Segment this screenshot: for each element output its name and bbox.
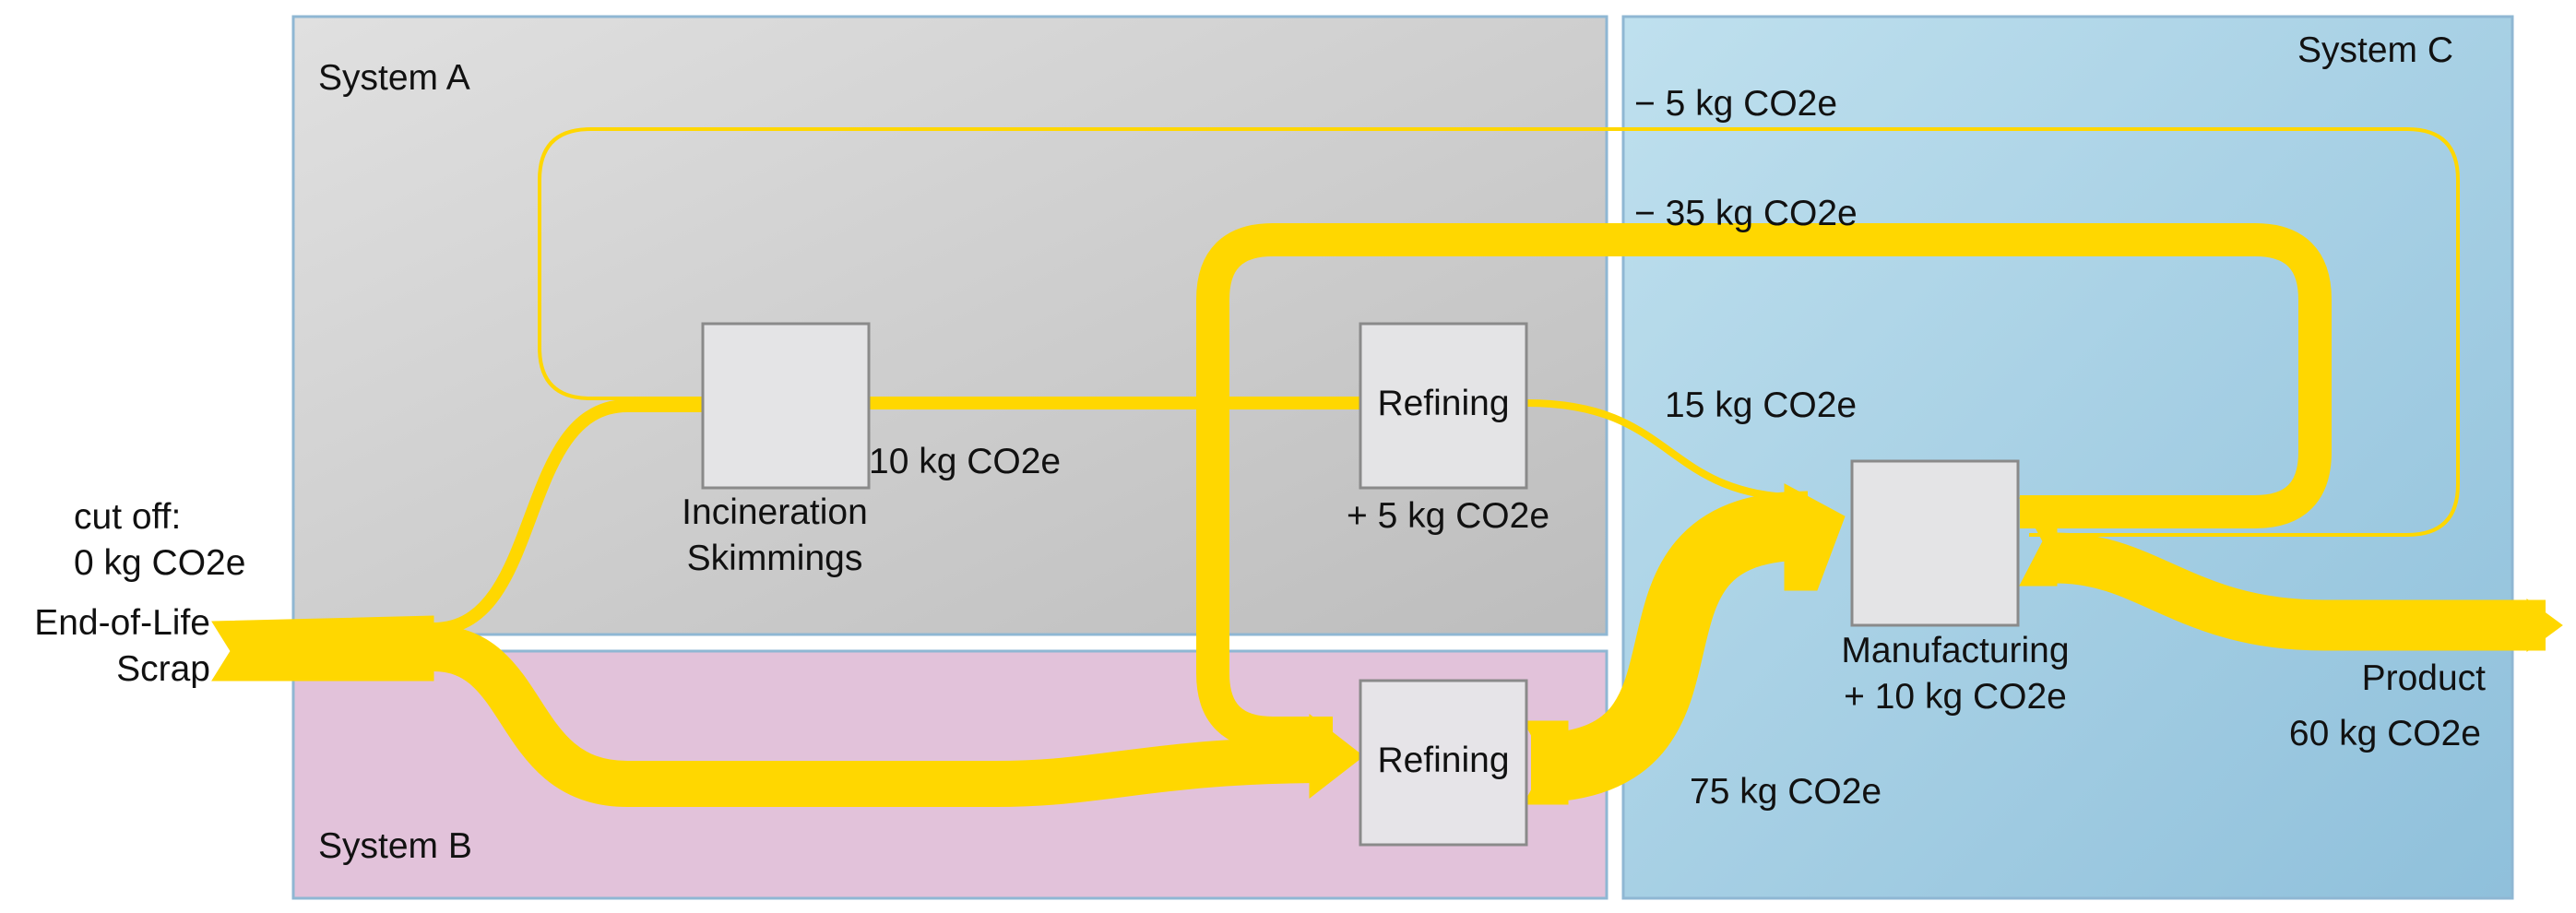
- incineration-emission-label: 10 kg CO2e: [869, 442, 1061, 481]
- scrap-label: End-of-Life: [34, 603, 210, 643]
- scrap-label-2: Scrap: [116, 649, 210, 689]
- credit-large-label: − 35 kg CO2e: [1634, 194, 1858, 233]
- credit-small-label: − 5 kg CO2e: [1634, 84, 1837, 124]
- skimmings-label: Skimmings: [687, 539, 863, 578]
- arrow-product: [2526, 599, 2563, 652]
- product-value-label: 60 kg CO2e: [2289, 714, 2481, 753]
- process-box-refining-a: [1359, 322, 1528, 490]
- flow-scrap-to-incineration: [433, 399, 703, 635]
- manufacturing-label: Manufacturing: [1841, 631, 2069, 670]
- refining-b-label: Refining: [1377, 741, 1509, 780]
- process-box-refining-b: [1359, 679, 1528, 847]
- manufacturing-emission-label: + 10 kg CO2e: [1844, 677, 2067, 717]
- flow-refining-b-to-manufacturing: [1530, 491, 1809, 803]
- notch-refining-b-out: [1523, 720, 1569, 805]
- incineration-label: Incineration: [682, 492, 868, 532]
- flow-scrap-to-refining-b: [432, 625, 1329, 807]
- refining-b-flow-label: 75 kg CO2e: [1690, 772, 1882, 812]
- notch-manufacturing-out: [2019, 497, 2058, 587]
- system-b-title: System B: [318, 826, 472, 866]
- arrow-into-refining-b: [1309, 713, 1364, 800]
- flow-manufacturing-to-product: [2056, 532, 2546, 651]
- system-c-title: System C: [2297, 30, 2453, 70]
- arrow-into-manufacturing: [1784, 483, 1846, 591]
- flow-credit-small-loop: [538, 127, 2460, 537]
- cutoff-label: cut off:: [74, 497, 181, 537]
- refining-a-label: Refining: [1377, 384, 1509, 423]
- refining-a-emission-label: + 5 kg CO2e: [1347, 496, 1549, 536]
- product-label: Product: [2362, 658, 2487, 698]
- flow-refining-a-to-manufacturing: [1525, 399, 1809, 502]
- system-a-title: System A: [318, 58, 470, 98]
- system-c-box: [1621, 15, 2514, 900]
- cutoff-value-label: 0 kg CO2e: [74, 543, 245, 583]
- flow-credit-large-loop: [1196, 223, 2332, 750]
- arrow-scrap: [211, 615, 434, 682]
- process-box-manufacturing: [1850, 459, 2020, 627]
- process-box-incineration: [701, 322, 871, 490]
- refining-a-flow-label: 15 kg CO2e: [1665, 385, 1857, 425]
